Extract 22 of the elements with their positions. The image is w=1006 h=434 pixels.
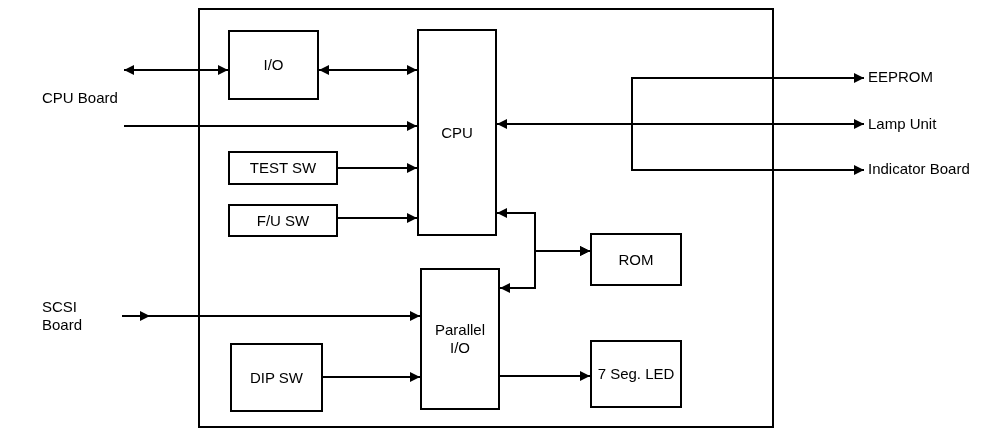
connector-arrow bbox=[337, 213, 418, 223]
block-label: Indicator Board bbox=[864, 158, 1002, 180]
connector-arrow bbox=[499, 371, 591, 381]
block-box: CPU bbox=[417, 29, 497, 236]
block-box: I/O bbox=[228, 30, 319, 100]
connector-arrow bbox=[121, 311, 421, 321]
block-box: F/U SW bbox=[228, 204, 338, 237]
connector-arrow bbox=[123, 121, 418, 131]
block-box: DIP SW bbox=[230, 343, 323, 412]
connector-arrow bbox=[318, 65, 418, 75]
connector-arrow bbox=[499, 246, 591, 293]
connector-arrow bbox=[322, 372, 421, 382]
connector-arrow bbox=[123, 65, 229, 75]
board-outline bbox=[198, 8, 774, 428]
block-label: CPU Board bbox=[38, 62, 124, 134]
block-label: EEPROM bbox=[864, 66, 984, 88]
block-box: Parallel I/O bbox=[420, 268, 500, 410]
block-box: TEST SW bbox=[228, 151, 338, 185]
block-label: Lamp Unit bbox=[864, 113, 984, 135]
block-box: 7 Seg. LED bbox=[590, 340, 682, 408]
connector-arrow bbox=[337, 163, 418, 173]
block-box: ROM bbox=[590, 233, 682, 286]
